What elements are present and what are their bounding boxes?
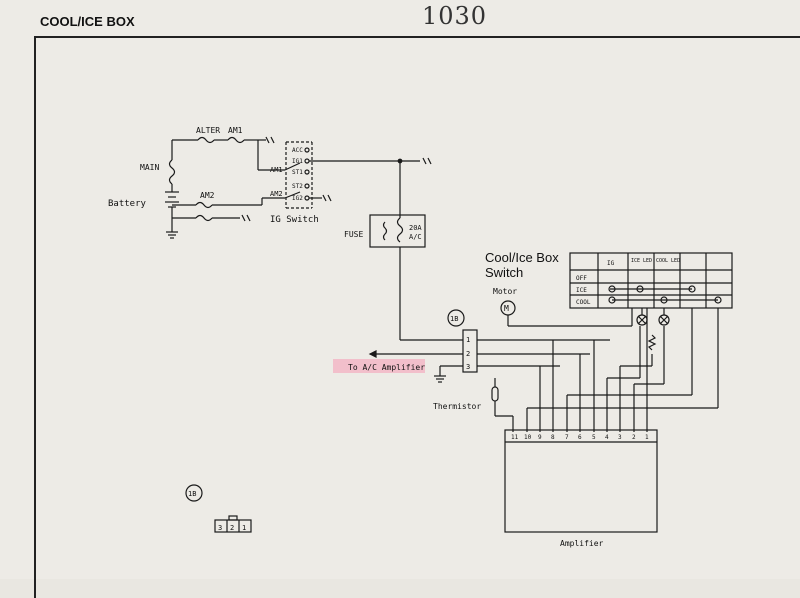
main-label: MAIN bbox=[140, 163, 159, 172]
am1-fuse-label: AM1 bbox=[228, 126, 243, 135]
ig-terminal-acc: ACC bbox=[292, 147, 303, 154]
ig-switch-label: IG Switch bbox=[270, 215, 319, 225]
led-indicators bbox=[636, 308, 670, 351]
switch-row-off: OFF bbox=[576, 275, 587, 282]
diagram-frame bbox=[34, 36, 800, 598]
switch-header-ice-led: ICE LED bbox=[631, 258, 652, 264]
am2-fuse-label: AM2 bbox=[200, 191, 215, 200]
connector-1b-id: 1B bbox=[450, 315, 458, 323]
connector-view-pin-2: 2 bbox=[230, 524, 234, 532]
connector-pin-1: 1 bbox=[466, 336, 470, 344]
fuse-20a-ac bbox=[369, 214, 463, 341]
diagram-page: COOL/ICE BOX 1030 bbox=[34, 2, 800, 598]
ig-terminal-st1: ST1 bbox=[292, 169, 303, 176]
wiring-diagram: MAIN Battery ALTER AM1 AM2 AM1 AM2 ACC I… bbox=[108, 126, 733, 548]
amp-pin-4: 4 bbox=[605, 434, 609, 441]
amp-pin-6: 6 bbox=[578, 434, 582, 441]
battery-symbol bbox=[165, 140, 179, 239]
amp-pin-2: 2 bbox=[632, 434, 636, 441]
switch-title-line2: Switch bbox=[485, 265, 523, 280]
page-title: COOL/ICE BOX bbox=[40, 14, 135, 29]
amp-pin-10: 10 bbox=[524, 434, 532, 441]
to-ac-amplifier-label: To A/C Amplifier bbox=[348, 363, 425, 372]
connector-view-pin-3: 3 bbox=[218, 524, 222, 532]
highlight-mark bbox=[333, 359, 425, 373]
amp-pin-8: 8 bbox=[551, 434, 555, 441]
motor-label: Motor bbox=[493, 287, 517, 296]
ig-terminal-st2: ST2 bbox=[292, 183, 303, 190]
alter-label: ALTER bbox=[196, 126, 220, 135]
ig-terminal-ig1: IG1 bbox=[292, 158, 303, 165]
fuse-label: FUSE bbox=[344, 230, 363, 239]
amp-pin-1: 1 bbox=[645, 434, 649, 441]
ig-switch-box bbox=[284, 141, 313, 209]
motor-symbol-letter: M bbox=[504, 304, 509, 313]
connector-view-1b bbox=[185, 484, 252, 533]
connector-view-pin-1: 1 bbox=[242, 524, 246, 532]
amp-pin-9: 9 bbox=[538, 434, 542, 441]
alter-am1-wire bbox=[172, 136, 285, 171]
am2-wire bbox=[172, 197, 285, 222]
amp-pin-11: 11 bbox=[511, 434, 519, 441]
switch-title-line1: Cool/Ice Box bbox=[485, 250, 559, 265]
connector-view-id: 1B bbox=[188, 490, 196, 498]
connector-1b-tag bbox=[447, 309, 465, 327]
switch-row-cool: COOL bbox=[576, 299, 591, 306]
thermistor-label: Thermistor bbox=[433, 402, 481, 411]
fuse-rating: 20A bbox=[409, 224, 422, 232]
amp-pin-3: 3 bbox=[618, 434, 622, 441]
switch-row-ice: ICE bbox=[576, 287, 587, 294]
connector-pin-3: 3 bbox=[466, 363, 470, 371]
fuse-circuit: A/C bbox=[409, 233, 422, 241]
amp-pin-5: 5 bbox=[592, 434, 596, 441]
ig-am2-label: AM2 bbox=[270, 190, 283, 198]
ig1-wire bbox=[309, 157, 432, 218]
ig-am1-label: AM1 bbox=[270, 166, 283, 174]
amp-pin-7: 7 bbox=[565, 434, 569, 441]
handwritten-page-number: 1030 bbox=[422, 2, 488, 30]
ig-terminal-ig2: IG2 bbox=[292, 195, 303, 202]
switch-table-grid bbox=[569, 252, 733, 309]
connector-1b bbox=[368, 329, 610, 383]
amplifier-box bbox=[504, 308, 719, 533]
thermistor-symbol bbox=[491, 378, 514, 432]
motor-symbol bbox=[500, 300, 633, 327]
switch-header-ig: IG bbox=[607, 260, 615, 267]
amplifier-label: Amplifier bbox=[560, 539, 604, 548]
connector-pin-2: 2 bbox=[466, 350, 470, 358]
switch-header-cool-led: COOL LED bbox=[656, 258, 680, 264]
battery-label: Battery bbox=[108, 199, 147, 209]
